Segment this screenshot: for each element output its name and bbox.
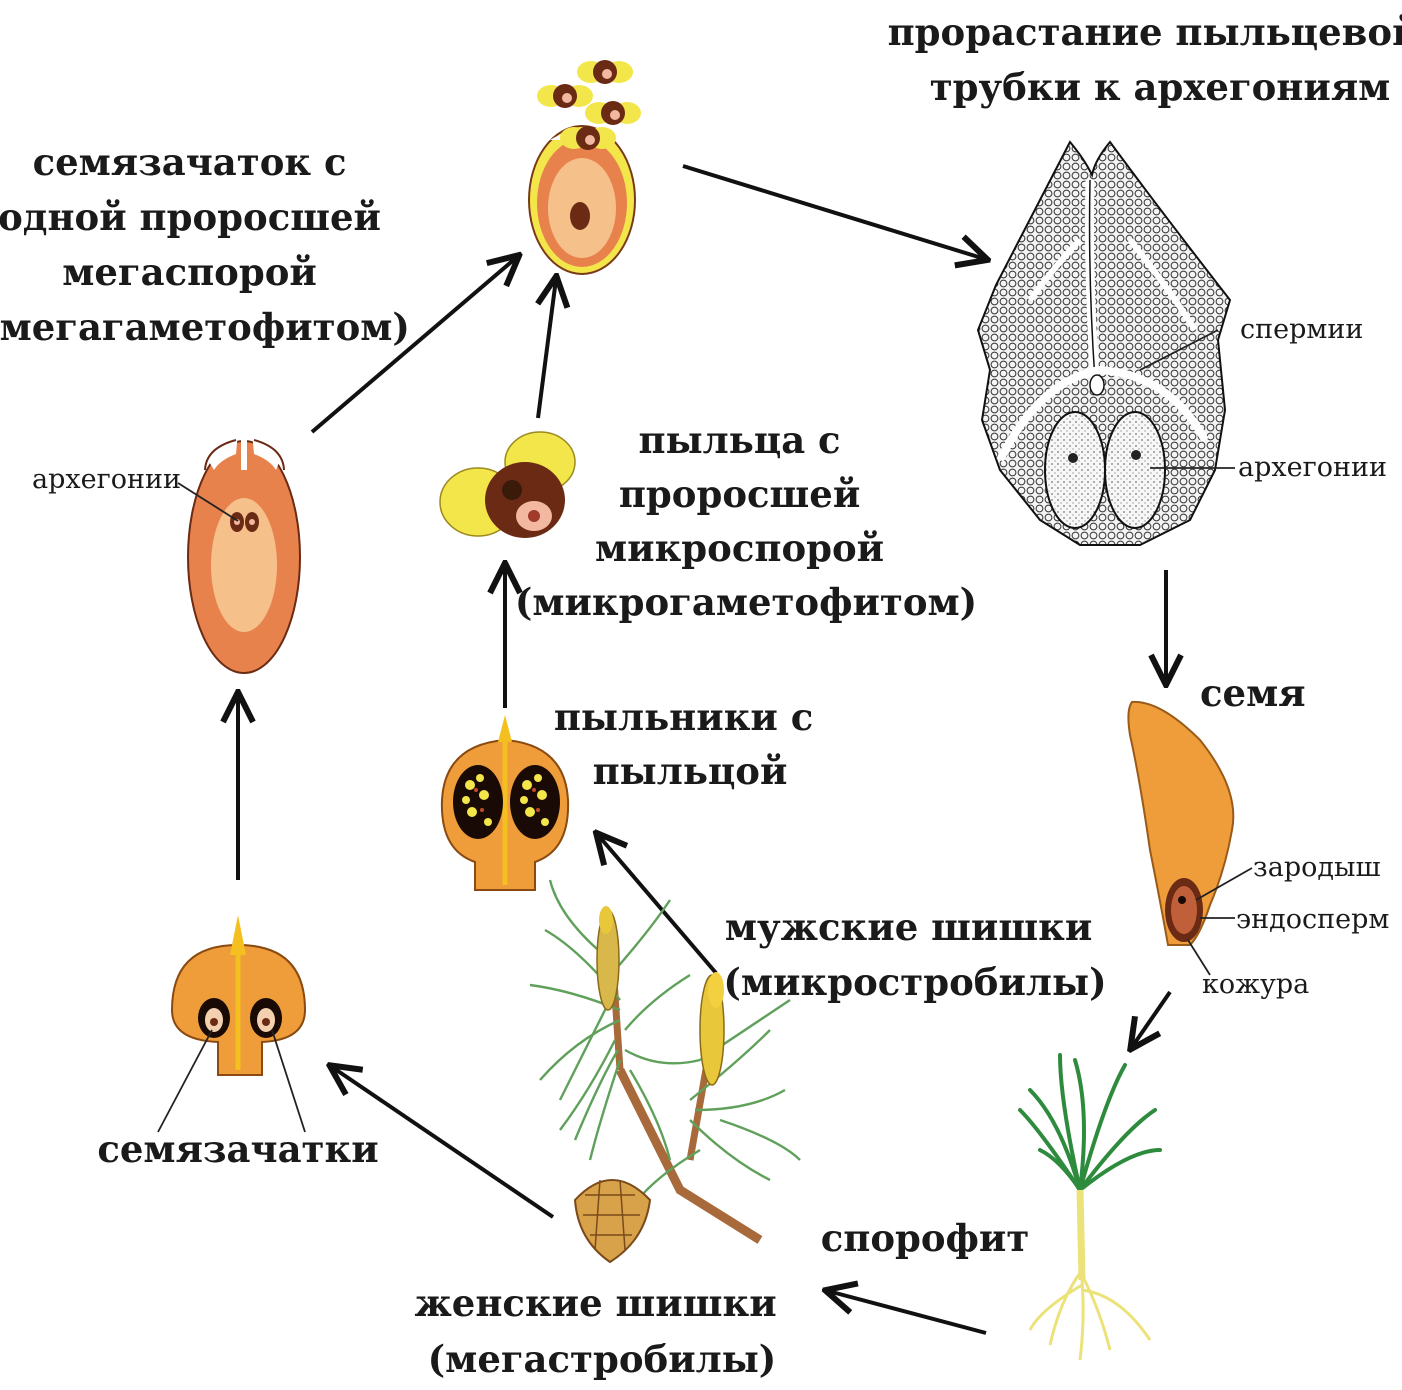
ovule-megagametophyte-illustration <box>188 432 300 673</box>
pollen-grain-illustration <box>440 432 575 538</box>
label-ovules: семязачатки <box>97 1127 378 1171</box>
label-pollen-tube-line-1: прорастание пыльцевой <box>888 10 1402 54</box>
arrow-pollinated-to-tube <box>683 166 985 259</box>
label-ovule-megaspore: семязачаток с одной проросшей мегаспорой… <box>0 140 410 349</box>
arrow-pollen-to-pollinated <box>538 279 556 418</box>
sporophyte-seedling-illustration <box>1020 1055 1160 1360</box>
label-pollen-microspore-line-4: (микрогаметофитом) <box>515 580 977 624</box>
label-pollen-microspore-line-2: проросшей <box>619 472 860 516</box>
label-endosperm: эндосперм <box>1236 904 1389 935</box>
label-archegonia-left: архегонии <box>32 464 181 495</box>
label-pollen-microspore-line-1: пыльца с <box>639 418 841 462</box>
label-ovule-megaspore-line-2: одной проросшей <box>0 195 381 239</box>
label-anthers-line-2: пыльцой <box>593 749 788 793</box>
pollinated-ovule-illustration <box>529 60 641 274</box>
label-anthers-line-1: пыльники с <box>554 695 813 739</box>
label-pollen-microspore: пыльца с проросшей микроспорой (микрогам… <box>515 418 977 624</box>
label-ovule-megaspore-line-4: (мегагаметофитом) <box>0 305 410 349</box>
label-archegonia-right: архегонии <box>1238 452 1387 483</box>
label-male-cones: мужские шишки (микростробилы) <box>723 905 1106 1004</box>
ovules-scale-illustration <box>172 915 305 1075</box>
pollen-grains-cluster <box>537 60 641 150</box>
seed-illustration <box>1128 702 1233 945</box>
label-female-cones: женские шишки (мегастробилы) <box>414 1281 789 1381</box>
label-male-cones-line-1: мужские шишки <box>725 905 1092 949</box>
label-pollen-microspore-line-3: микроспорой <box>595 526 884 570</box>
arrow-seed-to-sporophyte <box>1132 992 1170 1047</box>
label-female-cones-line-1: женские шишки <box>414 1281 776 1325</box>
arrow-sporophyte-to-female <box>828 1291 986 1333</box>
label-ovule-megaspore-line-3: мегаспорой <box>62 250 317 294</box>
female-cone <box>575 1180 650 1262</box>
label-sporophyte: спорофит <box>821 1216 1030 1260</box>
label-anthers: пыльники с пыльцой <box>554 695 826 793</box>
label-spermii: спермии <box>1240 314 1363 345</box>
label-seed-coat: кожура <box>1202 969 1309 1000</box>
anthers-illustration <box>442 715 568 890</box>
labels: семязачаток с одной проросшей мегаспорой… <box>0 10 1402 1381</box>
label-pollen-tube-line-2: трубки к архегониям <box>930 65 1391 109</box>
label-ovule-megaspore-line-1: семязачаток с <box>33 140 347 184</box>
label-seed: семя <box>1200 671 1306 715</box>
label-female-cones-line-2: (мегастробилы) <box>428 1337 777 1381</box>
label-embryo: зародыш <box>1253 852 1381 883</box>
label-pollen-tube: прорастание пыльцевой трубки к архегония… <box>888 10 1402 109</box>
label-male-cones-line-2: (микростробилы) <box>723 960 1106 1004</box>
